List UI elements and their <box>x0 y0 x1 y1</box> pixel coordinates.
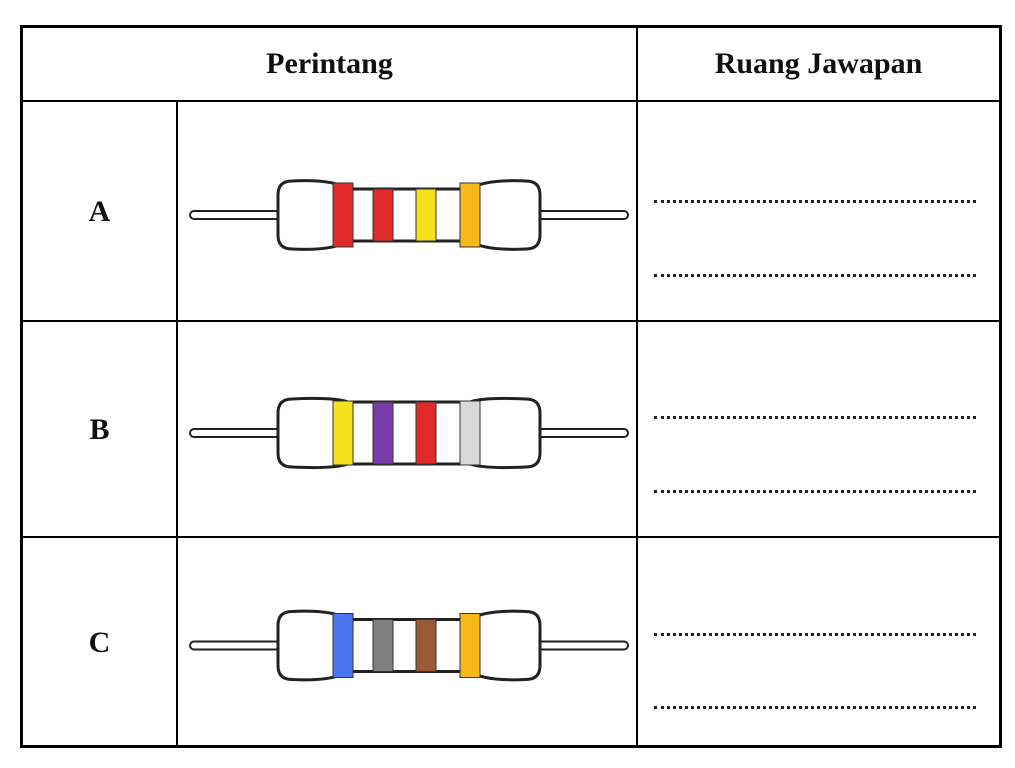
resistor-body <box>276 179 542 251</box>
answer-space <box>638 538 999 747</box>
resistor-lead-right <box>537 640 629 651</box>
resistor-image <box>189 179 629 251</box>
resistor-lead-right <box>537 428 629 438</box>
resistor-image <box>189 609 629 682</box>
resistor-lead-right <box>537 210 629 220</box>
resistor-cell <box>178 102 638 322</box>
answer-line[interactable] <box>654 490 976 493</box>
color-band <box>332 613 354 678</box>
row-label: B <box>23 322 178 538</box>
answer-space <box>638 322 999 538</box>
color-band <box>332 182 354 248</box>
color-band <box>415 619 437 672</box>
color-band <box>415 401 437 465</box>
row-label: C <box>23 538 178 747</box>
header-perintang: Perintang <box>23 28 638 100</box>
resistor-image <box>189 396 629 470</box>
resistor-lead-left <box>189 210 281 220</box>
color-band <box>459 182 481 248</box>
color-band <box>372 401 394 465</box>
answer-line[interactable] <box>654 200 976 203</box>
answer-line[interactable] <box>654 706 976 709</box>
header-ruang-jawapan: Ruang Jawapan <box>714 47 923 80</box>
color-band <box>332 400 354 466</box>
resistor-body <box>276 609 542 682</box>
color-band <box>415 188 437 242</box>
answer-space <box>638 102 999 322</box>
table-row: B <box>23 320 999 538</box>
table-row: C <box>23 536 999 747</box>
color-band <box>372 619 394 672</box>
color-band <box>459 613 481 678</box>
table-row: A <box>23 100 999 322</box>
row-label: A <box>23 102 178 322</box>
resistor-lead-left <box>189 428 281 438</box>
color-band <box>459 400 481 466</box>
resistor-body <box>276 396 542 470</box>
resistor-lead-left <box>189 640 281 651</box>
color-band <box>372 188 394 242</box>
resistor-cell <box>178 322 638 538</box>
answer-line[interactable] <box>654 633 976 636</box>
resistor-cell <box>178 538 638 747</box>
resistor-table: Perintang Ruang Jawapan A B C <box>20 25 1002 748</box>
answer-line[interactable] <box>654 416 976 419</box>
answer-line[interactable] <box>654 274 976 277</box>
